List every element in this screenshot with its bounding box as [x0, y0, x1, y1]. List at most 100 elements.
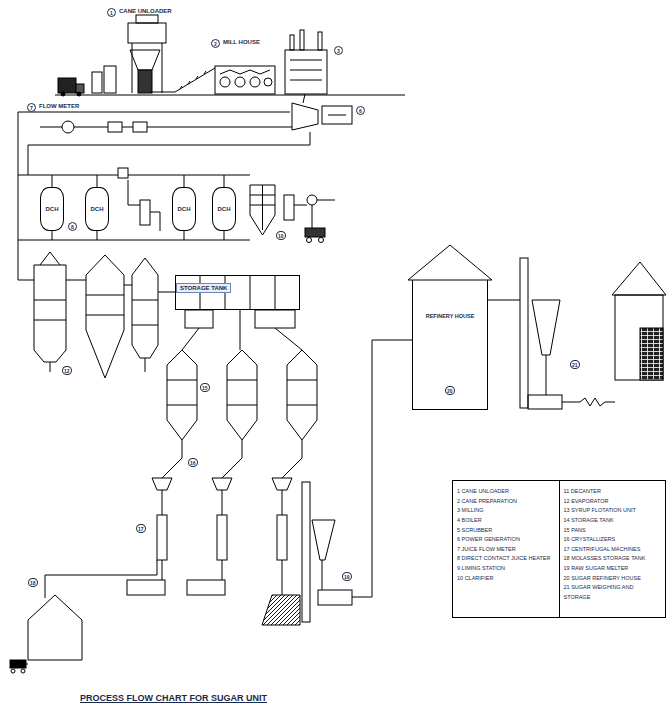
evaporators: [66, 280, 86, 281]
callout-number: 1: [107, 8, 116, 17]
legend-table: 1 CANE UNLOADER2 CANE PREPARATION3 MILLI…: [452, 480, 666, 618]
boiler-and-turbine: [292, 103, 318, 130]
cane-yard: [55, 95, 405, 96]
crystallizers-centrifugals: [318, 590, 352, 605]
juice-pipework: [133, 122, 147, 132]
boiler-and-turbine: [285, 50, 327, 94]
cane-yard: [136, 15, 158, 23]
refinery-and-store: [562, 398, 615, 406]
clarifier: [307, 195, 317, 205]
crystallizers-centrifugals: [277, 515, 287, 560]
refinery-and-store: [408, 245, 666, 409]
juice-pipework: [18, 112, 290, 113]
molasses-tank: [21, 669, 25, 673]
table-cell: 17 CENTRIFUGAL MACHINES: [564, 545, 662, 555]
table-cell: 19 RAW SUGAR MELTER: [564, 564, 662, 574]
juice-pipework: [40, 127, 292, 128]
juice-pipework: [52, 175, 224, 240]
evaporators: [132, 258, 158, 358]
juice-pipework: [118, 168, 128, 178]
juice-pipework: [18, 112, 310, 240]
callout-number: 2: [211, 39, 220, 48]
table-cell: 6 POWER GENERATION: [457, 535, 555, 545]
mill-house: [250, 77, 260, 87]
storage-tank-and-pans: [255, 310, 295, 328]
table-cell: 12 EVAPORATOR: [564, 497, 662, 507]
crystallizers-centrifugals: [127, 580, 165, 595]
evaporators: [158, 292, 175, 293]
boiler-and-turbine: [322, 106, 352, 124]
crystallizers-centrifugals: [262, 595, 300, 625]
cane-yard: [138, 70, 152, 93]
storage-tank-and-pans: [182, 310, 302, 350]
molasses-tank: [26, 664, 28, 665]
mill-house: [220, 77, 230, 87]
clarifier: [294, 205, 307, 206]
cane-yard: [130, 50, 160, 70]
boiler-and-turbine: [290, 35, 294, 50]
refinery-and-store: [612, 262, 666, 295]
mill-house: [215, 66, 275, 94]
table-cell: 7 JUICE FLOW METER: [457, 545, 555, 555]
cane-yard: [76, 84, 84, 93]
storage-tank-and-pans: [167, 275, 317, 440]
boiler-and-turbine: [290, 60, 322, 80]
boiler-and-turbine: [285, 30, 352, 130]
storage-tank-and-pans: [185, 310, 213, 328]
juice-pipework: [128, 180, 140, 205]
storage-tank: STORAGE TANK: [175, 275, 300, 310]
crystallizers-centrifugals: [162, 490, 282, 515]
refinery-and-store: [615, 295, 663, 380]
crystallizers-centrifugals: [217, 515, 227, 560]
boiler-and-turbine: [318, 32, 322, 50]
crystallizers-centrifugals: [157, 515, 167, 560]
callout-number: 17: [136, 524, 146, 533]
mill-house: [235, 77, 245, 87]
crystallizers-centrifugals: [162, 440, 302, 478]
evaporators: [18, 240, 175, 378]
cane-yard: [128, 23, 166, 43]
callout-number: 20: [445, 386, 455, 395]
chart-title: PROCESS FLOW CHART FOR SUGAR UNIT: [80, 693, 267, 703]
molasses-tank: [45, 560, 157, 598]
node-label: DCH: [46, 206, 59, 212]
boiler-and-turbine: [328, 115, 346, 116]
crystallizers-centrifugals: [352, 340, 412, 597]
refinery-and-store: [488, 300, 520, 301]
cane-yard: [61, 92, 65, 96]
callout-number: 19: [342, 572, 352, 581]
juice-pipework: [28, 145, 29, 175]
callout-number: 15: [200, 383, 210, 392]
refinery-and-store: [408, 245, 492, 280]
clarifier: [284, 195, 294, 220]
storage-tank-and-pans: [227, 380, 257, 405]
evaporators: [132, 300, 158, 325]
storage-tank-and-pans: [287, 380, 317, 405]
clarifier: [250, 185, 335, 243]
crystallizers-centrifugals: [152, 478, 172, 490]
juice-heater: DCH: [212, 187, 236, 231]
mill-house: [215, 66, 275, 94]
part-name: FLOW METER: [39, 103, 79, 109]
part-name: MILL HOUSE: [223, 39, 260, 45]
cane-yard: [180, 71, 206, 89]
juice-pipework: [62, 121, 74, 133]
table-cell: 9 LIMING STATION: [457, 564, 555, 574]
callout-number: 12: [62, 366, 72, 375]
table-cell: 5 SCRUBBER: [457, 526, 555, 536]
clarifier: [319, 238, 324, 243]
cane-yard: [104, 66, 116, 93]
node-label: DCH: [178, 206, 191, 212]
cane-yard: [58, 78, 76, 93]
cane-yard: [92, 72, 102, 93]
callout-number: 3: [334, 46, 343, 55]
table-cell: 13 SYRUP FLOTATION UNIT: [564, 506, 662, 516]
storage-tank-and-pans: [167, 350, 197, 440]
juice-pipework: [18, 175, 250, 176]
evaporators: [18, 240, 34, 280]
crystallizers-centrifugals: [272, 478, 292, 490]
refinery-and-store: [546, 355, 547, 395]
evaporators: [124, 285, 132, 286]
evaporators: [34, 252, 66, 320]
